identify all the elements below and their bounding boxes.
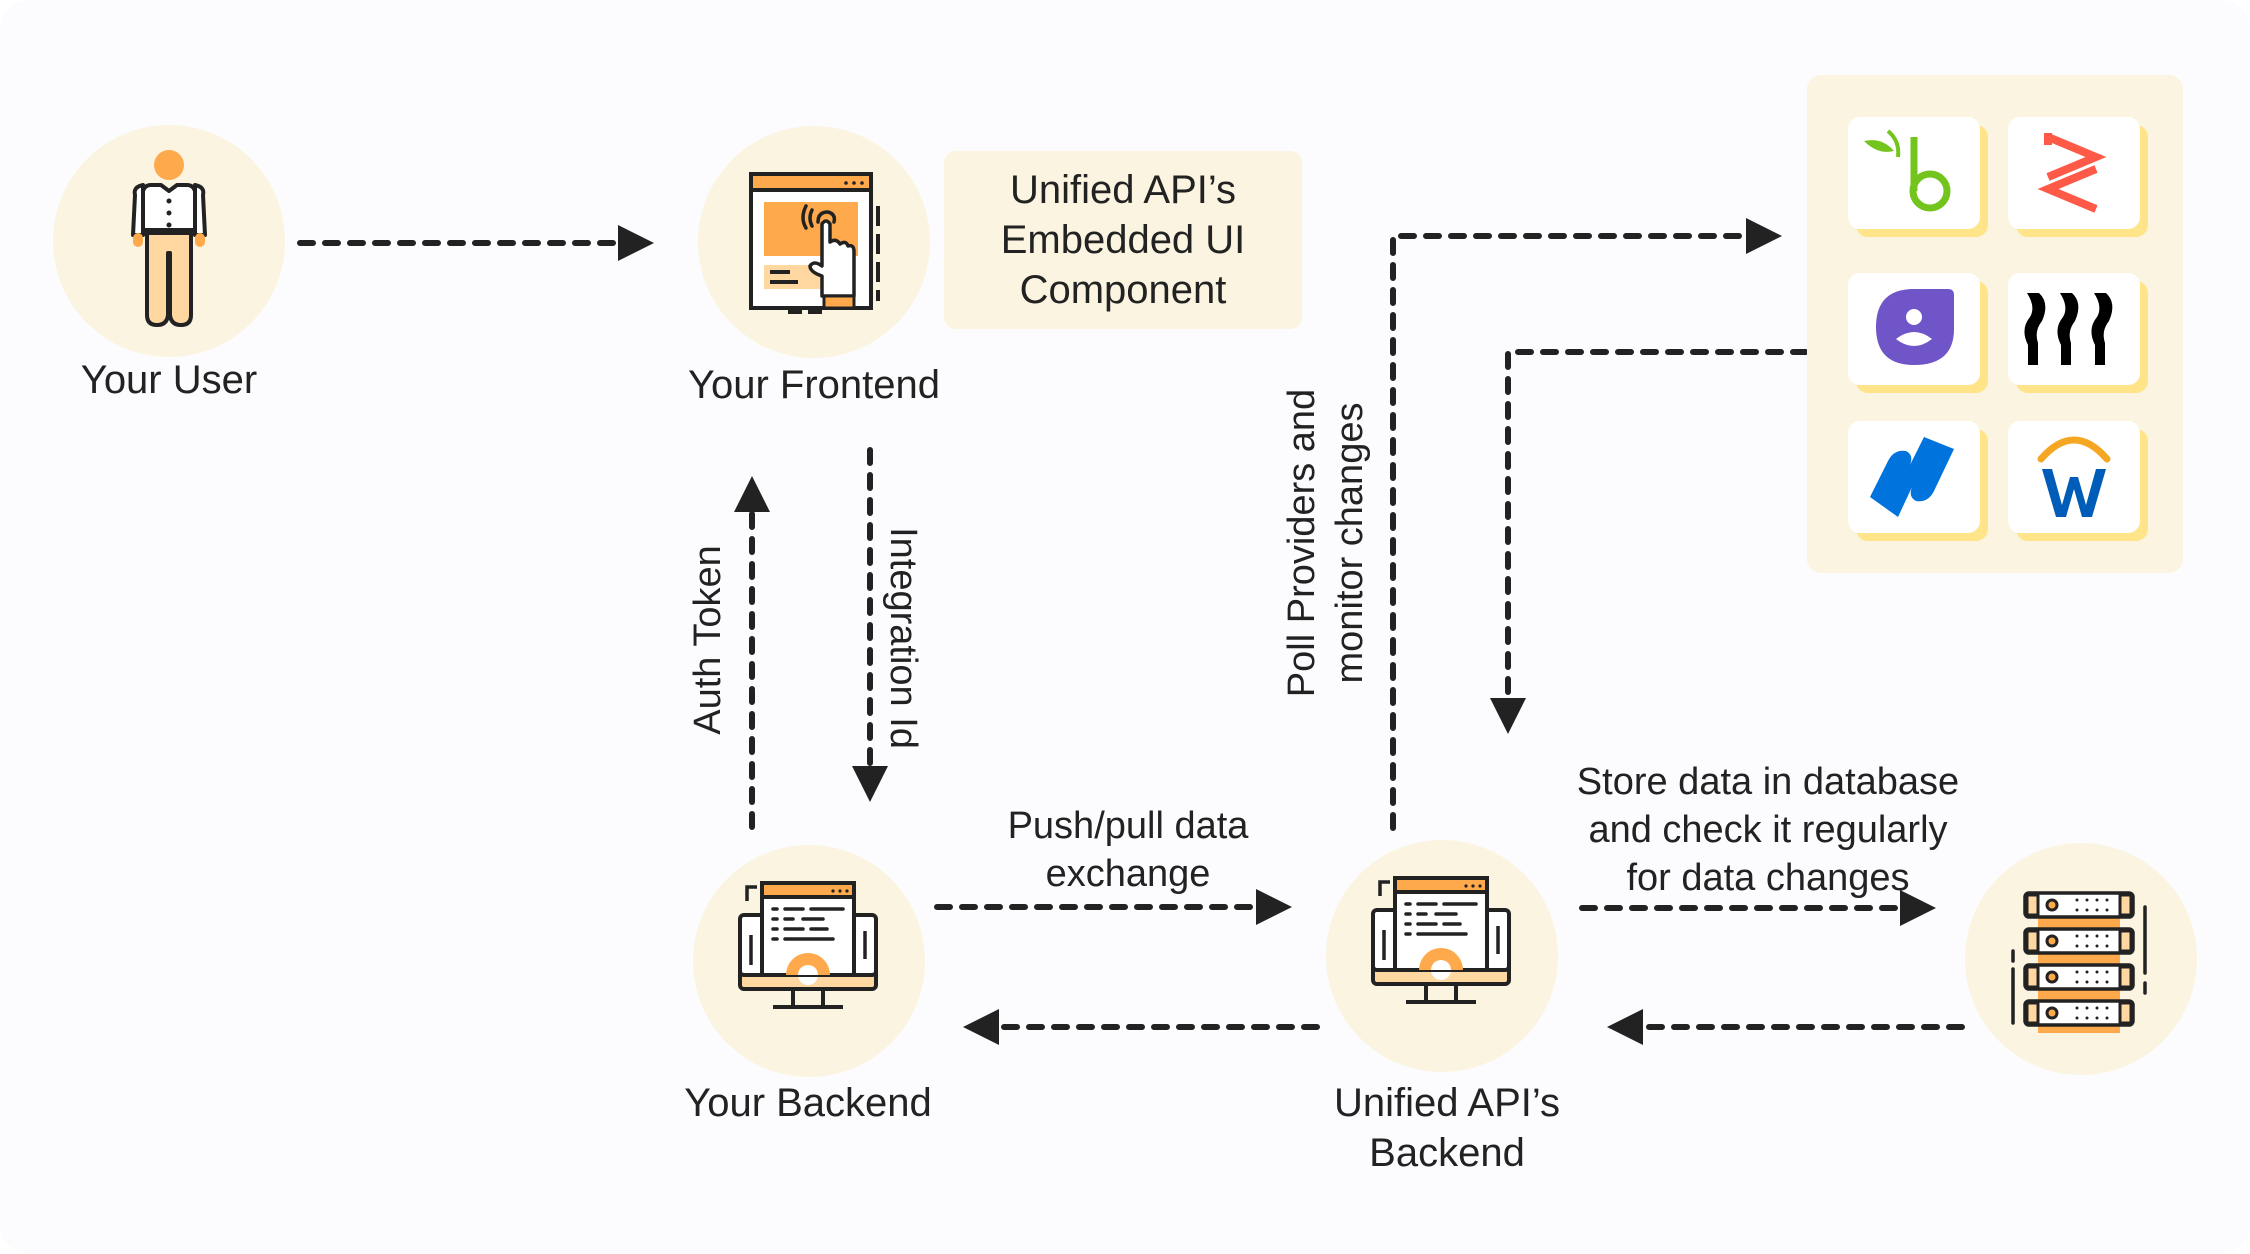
poll-providers-label: Poll Providers and monitor changes [1278,389,1374,697]
frontend-label: Your Frontend [687,363,941,407]
push-pull-label: Push/pull data exchange [1008,802,1249,898]
database-node [1965,843,2197,1075]
provider-tile-waves[interactable] [2008,273,2140,385]
embedded-ui-component-box: Unified API’s Embedded UI Component [944,151,1302,329]
store-data-label: Store data in database and check it regu… [1577,758,1959,902]
person-icon [131,150,207,327]
arrow-provider-changes [1490,349,1809,734]
provider-tile-workday[interactable] [2008,421,2140,533]
push-pull-line-2: exchange [1045,853,1211,895]
poll-line-1: Poll Providers and [1281,388,1323,698]
black-waves-logo-icon [2024,293,2113,365]
embedded-ui-line-3: Component [1019,268,1227,312]
provider-tile-purple[interactable] [1848,273,1980,385]
embedded-ui-line-2: Embedded UI [1000,218,1246,262]
embedded-ui-line-1: Unified API’s [1009,168,1237,212]
auth-token-label: Auth Token [687,545,729,735]
store-line-1: Store data in database [1576,761,1960,803]
touch-screen-icon [749,172,880,314]
workday-logo-icon [2037,436,2111,517]
arrow-poll-providers [1390,218,1782,831]
store-line-3: for data changes [1626,857,1910,899]
database-rack-icon [2011,891,2147,1033]
bamboohr-logo-icon [1864,129,1951,212]
provider-tile-zenefits[interactable] [2008,117,2140,229]
purple-person-logo-icon [1876,289,1954,365]
provider-tile-blue[interactable] [1848,421,1980,533]
integration-id-label: Integration Id [882,527,924,749]
unified-backend-label-line-1: Unified API’s [1333,1081,1561,1125]
unified-backend-label-line-2: Backend [1369,1131,1525,1175]
user-label: Your User [80,358,258,402]
push-pull-line-1: Push/pull data [1007,805,1249,847]
server-monitor-gear-icon [738,881,878,1009]
unified-backend-node [1326,840,1558,1072]
backend-label: Your Backend [684,1081,932,1125]
zenefits-logo-icon [2037,133,2107,213]
user-node [53,125,285,357]
frontend-node [698,126,930,358]
unified-backend-label: Unified API’s Backend [1334,1078,1560,1178]
blue-n-logo-icon [1870,437,1954,517]
server-monitor-gear-icon [1371,876,1511,1004]
provider-tile-bamboohr[interactable] [1848,117,1980,229]
backend-node [693,845,925,1077]
store-line-2: and check it regularly [1588,809,1948,851]
poll-line-2: monitor changes [1329,402,1371,684]
